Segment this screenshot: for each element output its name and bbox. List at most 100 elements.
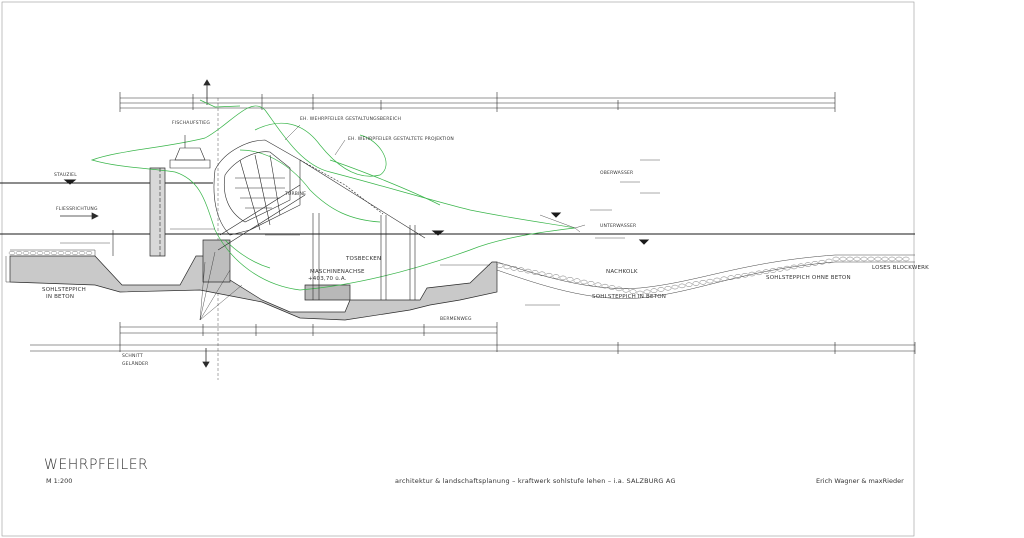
sheet-frame — [1, 1, 915, 537]
rock-stone — [685, 282, 693, 287]
project-description: architektur & landschaftsplanung – kraft… — [395, 477, 676, 485]
rock-stone — [57, 250, 65, 255]
rock-stone — [573, 278, 581, 283]
rock-stone — [636, 290, 644, 296]
rock-stone — [594, 282, 602, 287]
rock-stone — [692, 281, 700, 286]
rock-stone — [64, 250, 72, 255]
rock-stone — [769, 268, 777, 273]
bottom-dimension-chain — [30, 322, 916, 354]
rock-stone — [713, 277, 721, 283]
rock-stone — [531, 270, 539, 275]
bermenweg-label: BERMENWEG — [440, 317, 472, 322]
drawing-scale: M 1:200 — [46, 477, 73, 485]
wehrpfeiler-note: EH. WEHRPFEILER GESTALTUNGSBEREICH — [300, 117, 402, 122]
unterwasser-label: UNTERWASSER — [600, 224, 637, 229]
rock-stone — [748, 271, 756, 277]
rock-stone — [818, 260, 826, 265]
rock-stone — [78, 250, 86, 255]
rock-stone — [853, 256, 861, 262]
rock-stone — [643, 289, 651, 295]
weir-pier-detail — [112, 135, 426, 300]
machine-axis-elevation: +403,70 ü.A. — [308, 276, 347, 282]
rock-stone — [720, 276, 728, 281]
rock-stone — [587, 281, 595, 286]
rock-stone — [706, 278, 714, 284]
rock-stone — [545, 272, 553, 278]
rock-stone — [538, 271, 546, 277]
sohlsteppich-left-label: SOHLSTEPPICH — [42, 287, 86, 293]
rock-stone — [524, 268, 532, 274]
rock-stone — [902, 256, 910, 262]
rock-stone — [741, 273, 749, 278]
rock-stone — [874, 256, 882, 262]
flow-direction-arrow — [60, 212, 99, 220]
loose-rock-label: LOSES BLOCKWERK — [872, 265, 929, 271]
rock-stone — [517, 267, 525, 272]
rock-stone — [15, 250, 23, 255]
rock-stone — [797, 263, 805, 268]
rock-stone — [860, 256, 868, 262]
rock-stone — [36, 250, 44, 255]
machine-axis-label: MASCHINENACHSE — [310, 269, 365, 275]
rock-stone — [699, 280, 707, 285]
rock-stone — [657, 287, 665, 292]
annotation-ticks — [60, 159, 660, 306]
concrete-structure — [9, 167, 498, 321]
fish-pass-label: FISCHAUFSTIEG — [172, 121, 211, 126]
rock-stone — [615, 286, 623, 292]
rock-stone — [762, 269, 770, 274]
rock-stone — [601, 283, 609, 289]
upstream-level-label: STAUZIEL — [54, 173, 77, 178]
rock-stone — [734, 274, 742, 279]
projektion-note: EH. WEHRPFEILER GESTALTETE PROJEKTION — [348, 137, 454, 142]
rock-stone — [496, 263, 504, 268]
rock-stone — [895, 256, 903, 262]
rock-stone — [622, 288, 630, 293]
drawing-title: WEHRPFEILER — [44, 457, 149, 473]
sohlsteppich-left-label-2: IN BETON — [46, 294, 75, 300]
rock-stone — [559, 275, 567, 281]
rock-stone — [671, 284, 679, 290]
rock-stone — [22, 250, 30, 255]
rock-stone — [608, 285, 616, 290]
section-markers — [202, 79, 219, 380]
rock-stone — [839, 256, 847, 262]
rock-stone — [888, 256, 896, 262]
rock-stone — [510, 266, 518, 271]
nachkolk-label: NACHKOLK — [606, 269, 638, 275]
rock-stone — [832, 256, 840, 262]
top-dimension-chain — [119, 92, 836, 112]
rock-stone — [790, 264, 798, 270]
authors: Erich Wagner & maxRieder — [816, 477, 904, 485]
rock-stone — [825, 258, 833, 264]
rock-stone — [664, 286, 672, 291]
rock-stone — [580, 279, 588, 285]
water-levels — [0, 179, 915, 245]
rock-stone — [846, 256, 854, 262]
rock-stone — [811, 261, 819, 266]
rock-stone — [43, 250, 51, 255]
rock-stone — [804, 262, 812, 267]
rock-stone — [71, 250, 79, 255]
rock-stone — [783, 265, 791, 271]
sohlsteppich-right-label: SOHLSTEPPICH OHNE BETON — [766, 275, 851, 281]
turbine-label: TURBINE — [285, 192, 307, 197]
rock-stone — [503, 264, 511, 270]
rock-stone — [50, 250, 58, 255]
gelaender-label: GELÄNDER — [122, 362, 149, 367]
rock-stone — [755, 270, 763, 276]
rock-stone — [29, 250, 37, 255]
flow-direction-label: FLIESSRICHTUNG — [56, 207, 98, 212]
rock-stone — [566, 277, 574, 282]
rock-stone — [552, 274, 560, 279]
oberwasser-label: OBERWASSER — [600, 171, 634, 176]
sohlsteppich-mid-label: SOHLSTEPPICH IN BETON — [592, 294, 667, 300]
rock-stone — [85, 250, 93, 255]
rock-stone — [8, 250, 16, 255]
rock-stones — [8, 250, 910, 296]
rock-stone — [881, 256, 889, 262]
rock-stone — [678, 283, 686, 289]
rock-stone — [629, 289, 637, 294]
